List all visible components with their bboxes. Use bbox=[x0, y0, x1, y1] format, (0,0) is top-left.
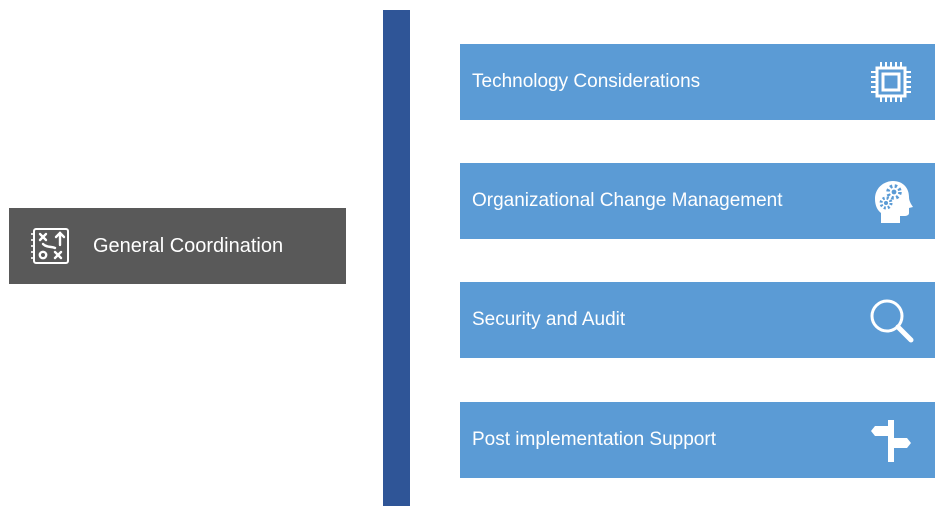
organizational-change-management-label: Organizational Change Management bbox=[472, 190, 783, 211]
technology-considerations-box: Technology Considerations bbox=[460, 44, 935, 120]
security-and-audit-label: Security and Audit bbox=[472, 309, 626, 330]
post-implementation-support-box: Post implementation Support bbox=[460, 402, 935, 478]
chip-icon bbox=[871, 62, 911, 102]
general-coordination-box: General Coordination bbox=[9, 208, 346, 284]
technology-considerations-label: Technology Considerations bbox=[472, 71, 701, 92]
signpost-icon bbox=[871, 420, 911, 462]
general-coordination-label: General Coordination bbox=[93, 234, 284, 257]
magnifier-icon bbox=[870, 299, 914, 343]
security-and-audit-box: Security and Audit bbox=[460, 282, 935, 358]
post-implementation-support-label: Post implementation Support bbox=[472, 429, 716, 450]
strategy-board-icon bbox=[31, 228, 69, 264]
head-gears-icon bbox=[875, 181, 913, 223]
vertical-divider-bar bbox=[383, 10, 410, 506]
organizational-change-management-box: Organizational Change Management bbox=[460, 163, 935, 239]
